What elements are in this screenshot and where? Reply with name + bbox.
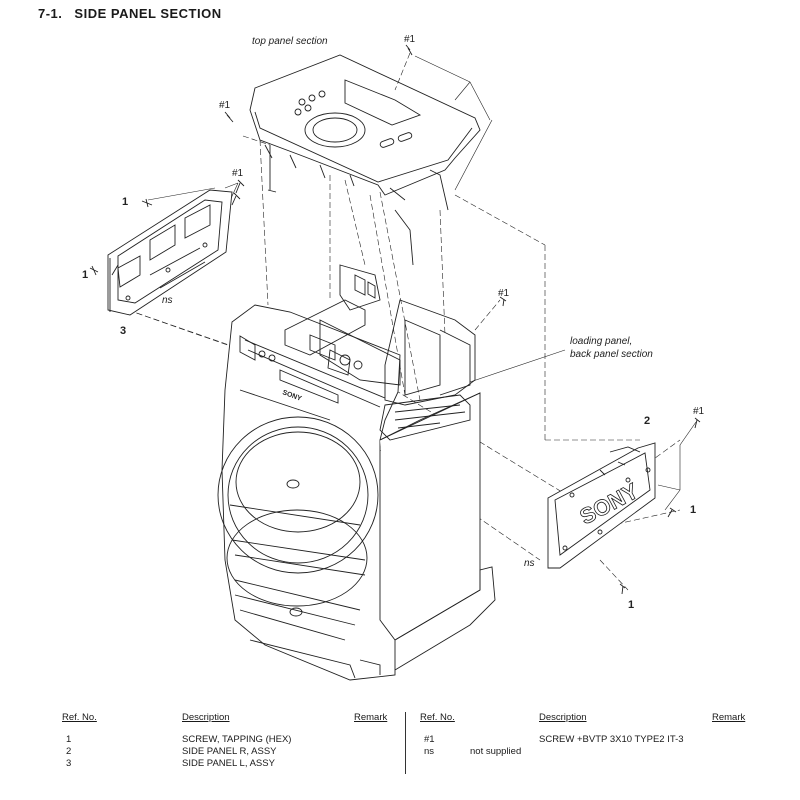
side-panel-r-drawing <box>547 442 656 569</box>
part-ref: 1 <box>66 734 72 745</box>
section-title: 7-1. SIDE PANEL SECTION <box>38 6 222 21</box>
section-name: SIDE PANEL SECTION <box>74 6 222 21</box>
section-number: 7-1. <box>38 6 63 21</box>
callout-1-left: 1 <box>122 196 128 208</box>
exploded-view-diagram: SONY SONY top panel section loading pane… <box>82 34 705 681</box>
parts-list: Ref. No. Description Remark Ref. No. Des… <box>0 712 800 800</box>
header-description-left: Description <box>182 712 230 723</box>
header-ref-no-right: Ref. No. <box>420 712 455 723</box>
part-description: SIDE PANEL L, ASSY <box>182 758 275 769</box>
callout-3: 3 <box>120 325 126 337</box>
callout-h1-chassis: #1 <box>498 288 510 299</box>
callout-1-right: 1 <box>690 504 696 516</box>
label-ns-left: ns <box>162 295 173 306</box>
header-description-right: Description <box>539 712 587 723</box>
main-cabinet-drawing <box>217 304 496 681</box>
header-ref-no-left: Ref. No. <box>62 712 97 723</box>
top-panel-drawing <box>249 54 481 266</box>
part-ref: #1 <box>424 734 435 745</box>
header-remark-left: Remark <box>354 712 388 723</box>
label-ns-right: ns <box>524 558 535 569</box>
label-loading-panel-1: loading panel, <box>570 336 632 347</box>
callout-h1-right-panel: #1 <box>693 406 705 417</box>
side-panel-l-drawing <box>107 189 233 316</box>
callout-1-left-lower: 1 <box>82 269 88 281</box>
callout-h1-top-left: #1 <box>219 100 231 111</box>
screws-left-panel <box>89 44 507 307</box>
part-ref: 2 <box>66 746 72 757</box>
callout-2: 2 <box>644 415 650 427</box>
screws-right-panel <box>619 417 701 595</box>
label-top-panel: top panel section <box>252 36 328 47</box>
internal-chassis-drawing <box>284 264 476 441</box>
part-description: SCREW, TAPPING (HEX) <box>182 734 292 745</box>
column-divider <box>405 712 406 774</box>
callout-h1-left-panel: #1 <box>232 168 244 179</box>
part-description: SCREW +BVTP 3X10 TYPE2 IT-3 <box>539 734 684 745</box>
part-description: not supplied <box>470 746 522 757</box>
part-ref: ns <box>424 746 435 757</box>
part-ref: 3 <box>66 758 72 769</box>
part-description: SIDE PANEL R, ASSY <box>182 746 277 757</box>
label-loading-panel-2: back panel section <box>570 349 653 360</box>
callout-h1-top: #1 <box>404 34 416 45</box>
callout-1-bottom: 1 <box>628 599 634 611</box>
header-remark-right: Remark <box>712 712 746 723</box>
